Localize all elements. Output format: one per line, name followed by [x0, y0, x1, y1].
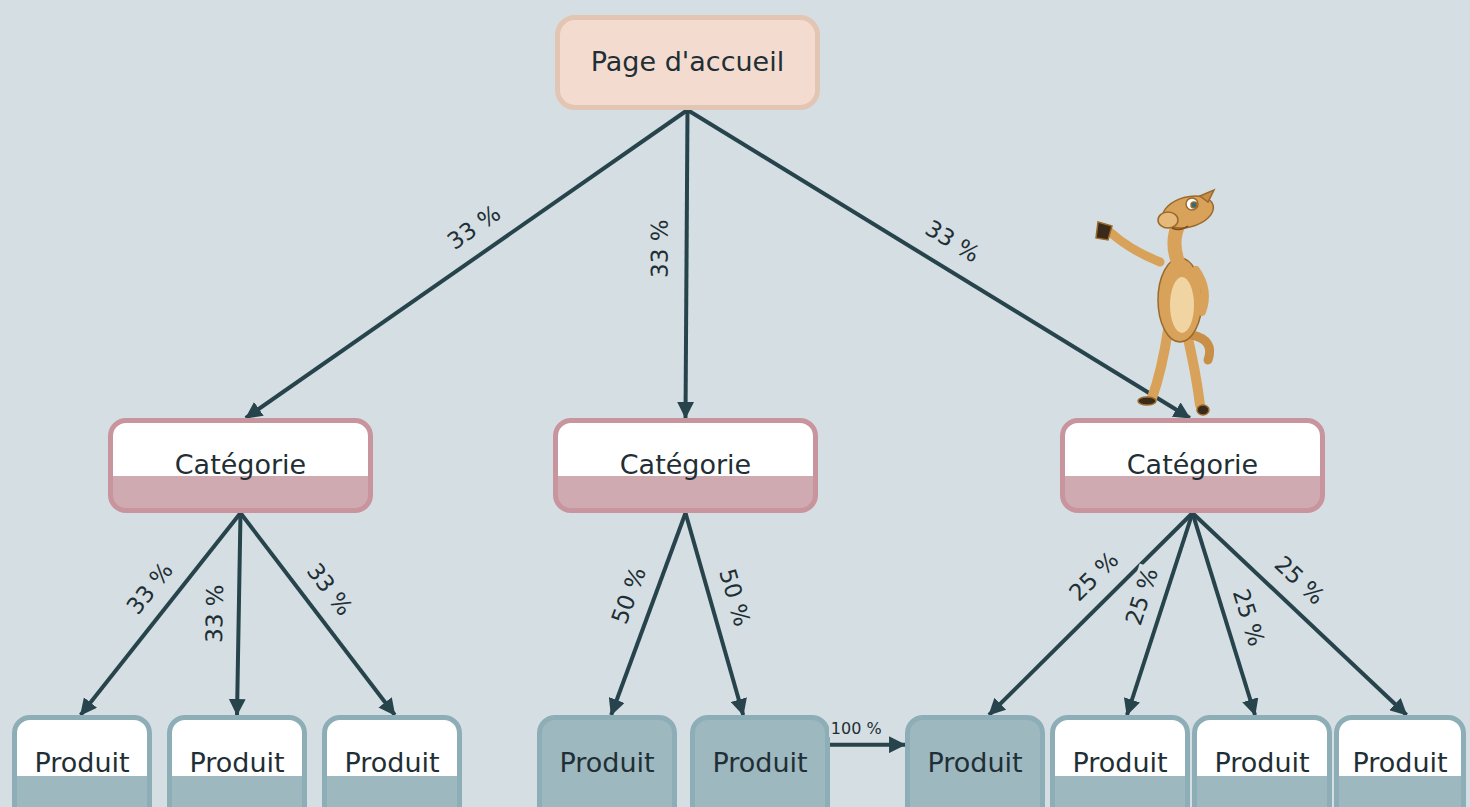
home-box: Page d'accueil	[555, 15, 820, 110]
node-label: Catégorie	[620, 449, 751, 481]
category-box: Catégorie	[108, 418, 373, 513]
node-label: Produit	[1214, 747, 1309, 779]
flow-arrow	[686, 110, 688, 418]
node-label: Produit	[34, 747, 129, 779]
percentage-label: 50 %	[714, 564, 755, 631]
percentage-label: 25 %	[1268, 550, 1331, 611]
flow-arrow	[830, 743, 905, 747]
node-label: Produit	[1352, 747, 1447, 779]
percentage-label: 100 %	[829, 720, 884, 738]
node-label: Produit	[1072, 747, 1167, 779]
percentage-label: 33 %	[120, 557, 179, 622]
product-box: Produit	[167, 715, 307, 807]
flow-arrow	[1193, 513, 1407, 715]
node-label: Produit	[559, 747, 654, 779]
node-label: Catégorie	[175, 449, 306, 481]
product-box: Produit	[12, 715, 152, 807]
product-box: Produit	[1192, 715, 1332, 807]
product-box: Produit	[1334, 715, 1466, 807]
node-label: Produit	[927, 747, 1022, 779]
node-label: Produit	[189, 747, 284, 779]
flow-arrow	[989, 513, 1193, 715]
node-label: Catégorie	[1127, 449, 1258, 481]
percentage-label: 33 %	[202, 582, 228, 645]
flow-arrow	[241, 513, 395, 715]
percentage-label: 33 %	[919, 215, 985, 269]
percentage-label: 33 %	[300, 557, 358, 622]
product-box: Produit	[322, 715, 462, 807]
node-label: Produit	[344, 747, 439, 779]
category-box: Catégorie	[553, 418, 818, 513]
flow-arrow	[237, 513, 241, 715]
percentage-label: 25 %	[1063, 546, 1125, 608]
node-label: Produit	[712, 747, 807, 779]
product-box: Produit	[905, 715, 1045, 807]
node-label: Page d'accueil	[591, 46, 784, 78]
product-box: Produit	[537, 715, 677, 807]
flow-arrow	[688, 110, 1190, 418]
category-box: Catégorie	[1060, 418, 1325, 513]
flow-arrow	[246, 110, 688, 418]
product-box: Produit	[690, 715, 830, 807]
flow-arrow	[81, 513, 241, 715]
product-box: Produit	[1050, 715, 1190, 807]
percentage-label: 33 %	[441, 199, 507, 255]
camel-figure	[1096, 190, 1217, 415]
percentage-label: 33 %	[648, 217, 674, 280]
